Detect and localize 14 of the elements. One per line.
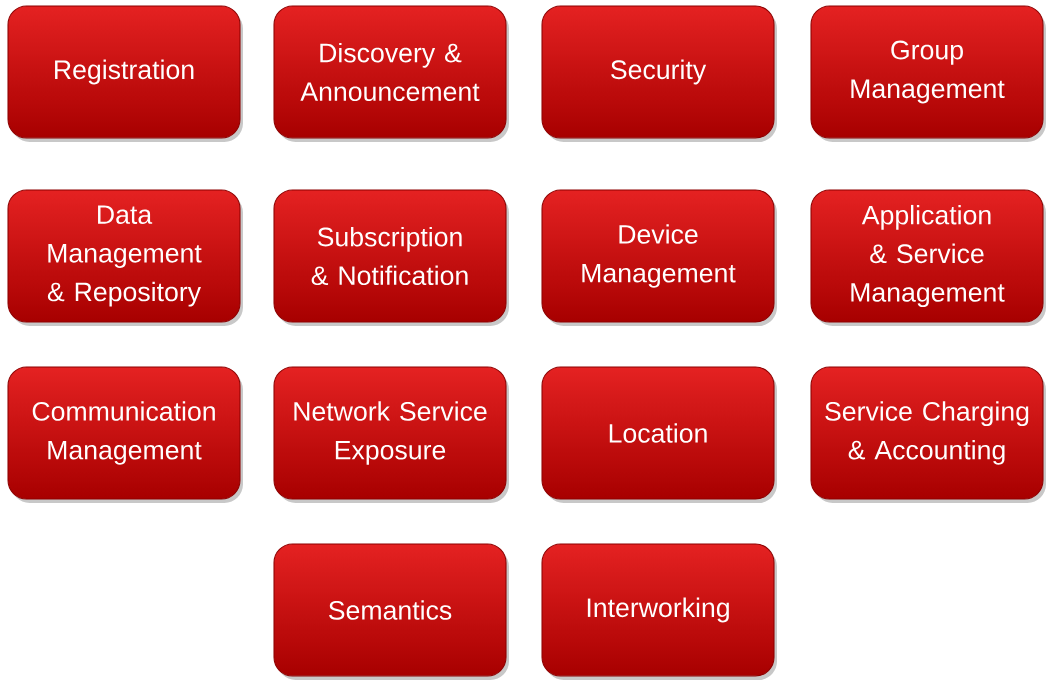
rounded-box: Communication Management — [7, 366, 243, 503]
rounded-box: Group Management — [810, 5, 1046, 142]
rounded-box: Service Charging & Accounting — [810, 366, 1046, 503]
rounded-box: Network Service Exposure — [273, 366, 509, 503]
rounded-box: Security — [541, 5, 777, 142]
rounded-box: Interworking — [541, 543, 777, 680]
rounded-box: Discovery & Announcement — [273, 5, 509, 142]
rounded-box: Device Management — [541, 189, 777, 326]
rounded-box: Location — [541, 366, 777, 503]
rounded-box: Registration — [7, 5, 243, 142]
rounded-box: Subscription & Notification — [273, 189, 509, 326]
rounded-box: Application & Service Management — [810, 189, 1046, 326]
rounded-box: Data Management & Repository — [7, 189, 243, 326]
rounded-box: Semantics — [273, 543, 509, 680]
